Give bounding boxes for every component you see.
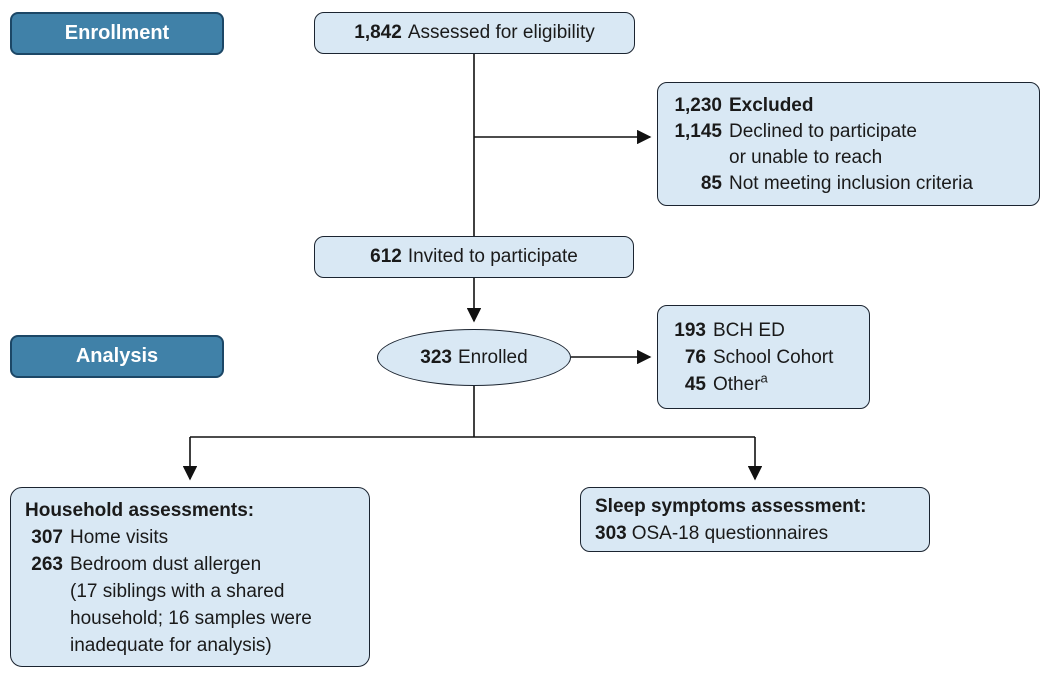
household-row-continuation: inadequate for analysis) [25,632,355,659]
source-row: 45 Othera [670,371,857,398]
enrolled-label: Enrolled [457,346,528,368]
dust-allergen-note-line1: (17 siblings with a shared [70,581,285,602]
household-row: 263 Bedroom dust allergen [25,551,355,578]
household-row-continuation: household; 16 samples were [25,605,355,632]
invited-label: Invited to participate [407,246,578,267]
invited-count: 612 [370,246,402,267]
other-count: 45 [684,374,706,395]
dust-allergen-count: 263 [31,554,63,575]
assessed-count: 1,842 [354,22,402,43]
dust-allergen-note-line2: household; 16 samples were [70,608,312,629]
bch-ed-label: BCH ED [713,320,785,341]
sleep-title-text: Sleep symptoms assessment: [595,496,867,517]
excluded-count: 1,230 [674,95,722,116]
declined-label: Declined to participate [729,121,917,142]
household-row: 307 Home visits [25,524,355,551]
declined-count: 1,145 [674,121,722,142]
analysis-stage-text: Analysis [75,345,159,367]
excluded-row: 1,145 Declined to participate [672,119,1025,145]
other-label: Othera [713,371,768,398]
assessed-label: Assessed for eligibility [407,22,595,43]
not-meeting-count: 85 [700,173,722,194]
household-row-continuation: (17 siblings with a shared [25,578,355,605]
enrollment-sources-box: 193 BCH ED 76 School Cohort 45 Othera [657,305,870,409]
home-visits-count: 307 [31,527,63,548]
assessed-box: 1,842 Assessed for eligibility [314,12,635,54]
sleep-row: 303 OSA-18 questionnaires [595,520,915,547]
household-title: Household assessments: [25,497,355,524]
footnote-marker: a [760,370,768,386]
analysis-stage-label: Analysis [10,335,224,378]
declined-label-cont: or unable to reach [729,147,883,168]
invited-box: 612 Invited to participate [314,236,634,278]
excluded-row-continuation: or unable to reach [672,145,1025,171]
osa18-count: 303 [595,523,627,544]
enrolled-ellipse: 323 Enrolled [377,329,571,386]
other-label-text: Other [713,374,761,395]
excluded-box: 1,230 Excluded 1,145 Declined to partici… [657,82,1040,206]
enrollment-stage-label: Enrollment [10,12,224,55]
enrolled-count: 323 [420,346,452,368]
excluded-row: 85 Not meeting inclusion criteria [672,171,1025,197]
not-meeting-label: Not meeting inclusion criteria [729,173,973,194]
dust-allergen-note-line3: inadequate for analysis) [70,635,272,656]
sleep-title: Sleep symptoms assessment: [595,493,915,520]
home-visits-label: Home visits [70,527,169,548]
household-title-text: Household assessments: [25,500,255,521]
excluded-row: 1,230 Excluded [672,93,1025,119]
dust-allergen-label: Bedroom dust allergen [70,554,262,575]
excluded-label: Excluded [729,95,814,116]
school-cohort-label: School Cohort [713,347,834,368]
source-row: 193 BCH ED [670,317,857,344]
sleep-assessment-box: Sleep symptoms assessment: 303 OSA-18 qu… [580,487,930,552]
bch-ed-count: 193 [674,320,706,341]
school-cohort-count: 76 [684,347,706,368]
osa18-label: OSA-18 questionnaires [631,523,829,544]
household-assessments-box: Household assessments: 307 Home visits 2… [10,487,370,667]
enrollment-stage-text: Enrollment [64,22,170,44]
source-row: 76 School Cohort [670,344,857,371]
